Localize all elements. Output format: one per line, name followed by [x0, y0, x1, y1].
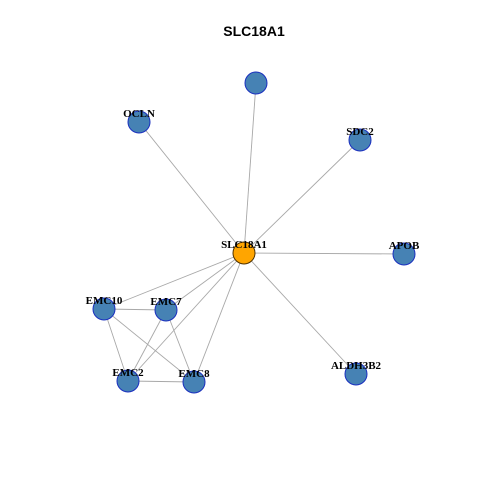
- edge-slc18a1-sdc2: [243, 139, 361, 254]
- node-label-slc18a1: SLC18A1: [221, 239, 267, 251]
- diagram-title: SLC18A1: [223, 23, 285, 39]
- node-emc8[interactable]: [182, 370, 206, 394]
- node-apob[interactable]: [392, 242, 416, 266]
- edge-slc18a1-emc8: [193, 252, 245, 383]
- node-emc10[interactable]: [92, 297, 116, 321]
- edge-slc18a1-unlabeled: [243, 82, 257, 254]
- node-sdc2[interactable]: [348, 128, 372, 152]
- node-label-emc10: EMC10: [86, 295, 123, 307]
- edge-slc18a1-ocln: [138, 121, 245, 254]
- edge-slc18a1-emc2: [127, 252, 245, 382]
- node-label-emc8: EMC8: [178, 368, 210, 380]
- node-aldh3b2[interactable]: [344, 362, 368, 386]
- node-label-aldh3b2: ALDH3B2: [331, 360, 382, 372]
- edge-emc7-emc2: [127, 309, 167, 382]
- node-slc18a1[interactable]: [232, 241, 256, 265]
- node-label-ocln: OCLN: [123, 108, 155, 120]
- node-emc2[interactable]: [116, 369, 140, 393]
- edge-slc18a1-emc7: [165, 252, 245, 311]
- edge-layer: [103, 82, 405, 383]
- edge-slc18a1-apob: [243, 252, 405, 255]
- node-layer: [92, 71, 416, 394]
- node-unlabeled[interactable]: [244, 71, 268, 95]
- node-label-emc2: EMC2: [112, 367, 144, 379]
- edge-emc10-emc2: [103, 308, 129, 382]
- edge-emc10-emc8: [103, 308, 195, 383]
- node-emc7[interactable]: [154, 298, 178, 322]
- edge-slc18a1-aldh3b2: [243, 252, 357, 375]
- node-label-apob: APOB: [389, 240, 420, 252]
- node-label-emc7: EMC7: [150, 296, 182, 308]
- node-label-sdc2: SDC2: [346, 126, 374, 138]
- edge-emc7-emc8: [165, 309, 195, 383]
- node-ocln[interactable]: [127, 110, 151, 134]
- edge-slc18a1-emc10: [103, 252, 245, 310]
